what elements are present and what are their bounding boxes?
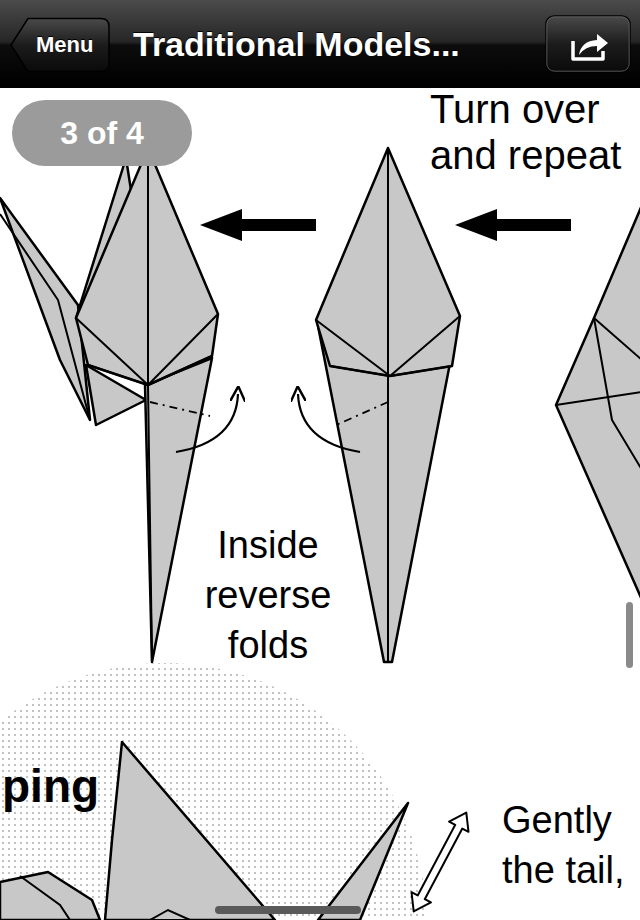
section-heading: ping — [2, 758, 132, 814]
crane-figure-right — [556, 205, 640, 600]
screen-title: Traditional Models... — [133, 0, 460, 88]
step-arrow — [200, 209, 316, 241]
page-count: 3 of 4 — [12, 100, 192, 166]
back-button: Menu — [10, 17, 110, 73]
nav-bar: Menu Traditional Models... — [0, 0, 640, 88]
share-button — [545, 15, 631, 73]
step-arrow — [455, 209, 571, 241]
instruction-text: Inside reverse folds — [168, 520, 368, 670]
shaping-figure — [0, 663, 476, 920]
page-indicator: 3 of 4 — [12, 100, 192, 166]
button-label: Menu — [36, 17, 93, 73]
home-indicator — [215, 906, 361, 914]
instruction-text: Gently the tail, — [502, 795, 636, 895]
instruction-text: Turn over and repeat — [430, 86, 636, 178]
scroll-indicator — [626, 602, 633, 668]
